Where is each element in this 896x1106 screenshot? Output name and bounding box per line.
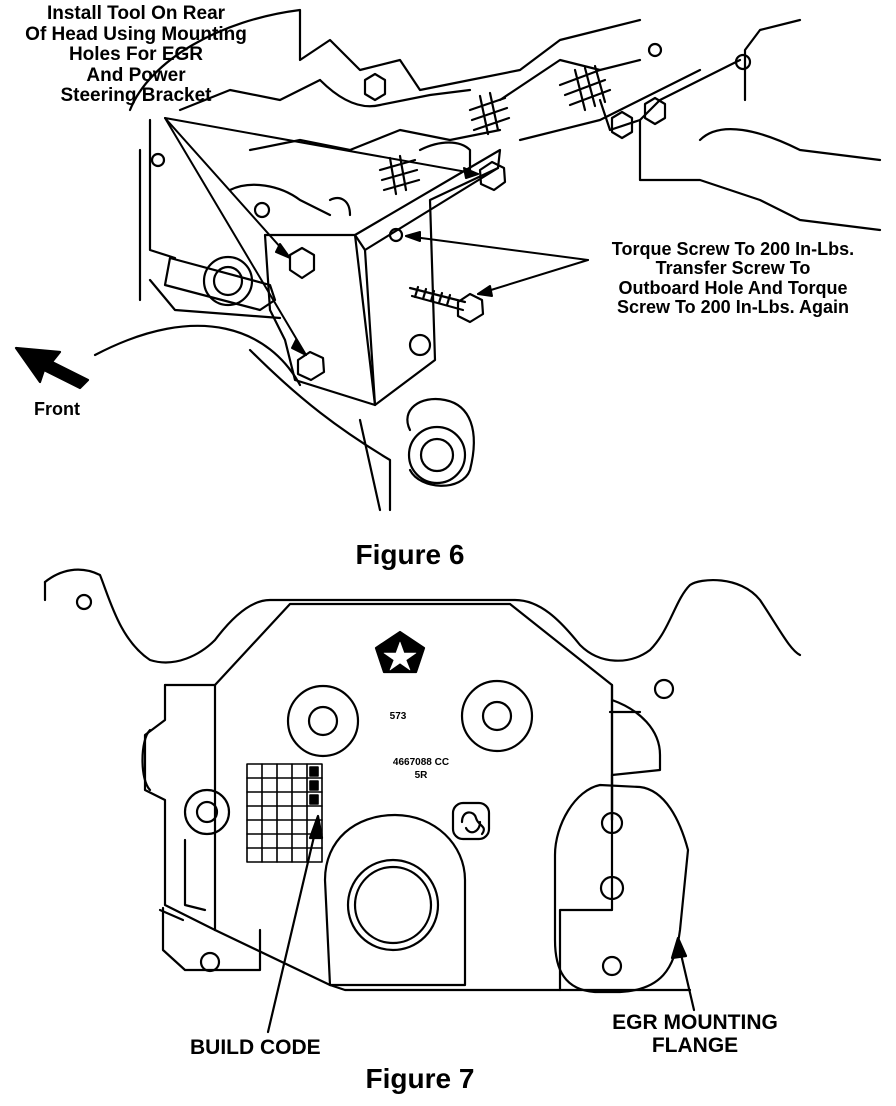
figure-7-caption: Figure 7: [365, 1063, 475, 1094]
figure-6-leader-lines: [164, 117, 589, 356]
figure-6-caption: Figure 6: [355, 539, 465, 570]
figure-7-leader-lines: [266, 814, 696, 1034]
part-number-stamp: 4667088 CC 5R: [392, 757, 450, 781]
build-code-callout: BUILD CODE: [190, 1036, 321, 1059]
front-direction-label: Front: [34, 399, 80, 419]
pentastar-logo-icon: [374, 630, 426, 674]
casting-logo-icon: [451, 801, 491, 841]
install-tool-callout: Install Tool On Rear Of Head Using Mount…: [25, 3, 247, 107]
egr-mounting-flange-callout: EGR MOUNTING FLANGE: [612, 1011, 778, 1057]
torque-screw-callout: Torque Screw To 200 In-Lbs. Transfer Scr…: [611, 239, 855, 318]
casting-number-stamp: 573: [389, 711, 407, 722]
figure-7-head-drawing: [43, 568, 802, 994]
build-code-grid-icon: [246, 763, 323, 863]
